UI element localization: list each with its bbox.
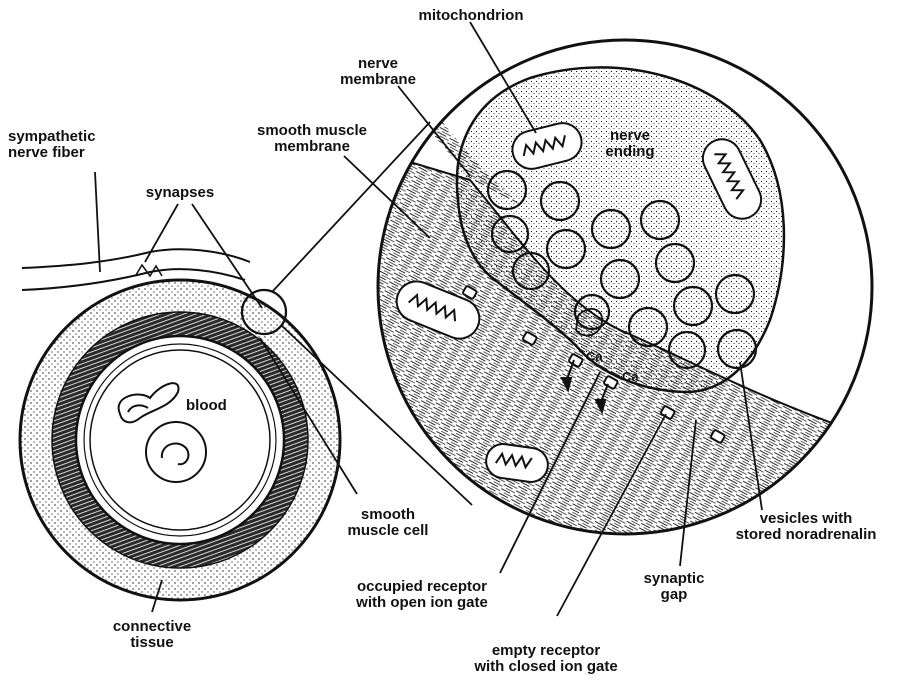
label-synapses: synapses [128,185,232,201]
label-vesicles: vesicles with stored noradrenalin [718,511,894,543]
label-occupied-receptor: occupied receptor with open ion gate [334,579,510,611]
label-synaptic-gap: synaptic gap [626,571,722,603]
label-mitochondrion: mitochondrion [386,8,556,24]
label-ca-2: Ca [622,370,639,383]
label-blood: blood [186,398,227,414]
label-connective-tissue: connective tissue [92,619,212,651]
label-smooth-muscle-cell: smooth muscle cell [328,507,448,539]
label-nerve-ending: nerve ending [590,128,670,160]
label-sympathetic-nerve-fiber: sympathetic nerve fiber [8,129,96,161]
label-empty-receptor: empty receptor with closed ion gate [440,643,652,675]
blood-vessel [20,280,340,600]
label-nerve-membrane: nerve membrane [318,56,438,88]
label-smooth-muscle-membrane: smooth muscle membrane [232,123,392,155]
label-ca-1: Ca [586,350,603,363]
